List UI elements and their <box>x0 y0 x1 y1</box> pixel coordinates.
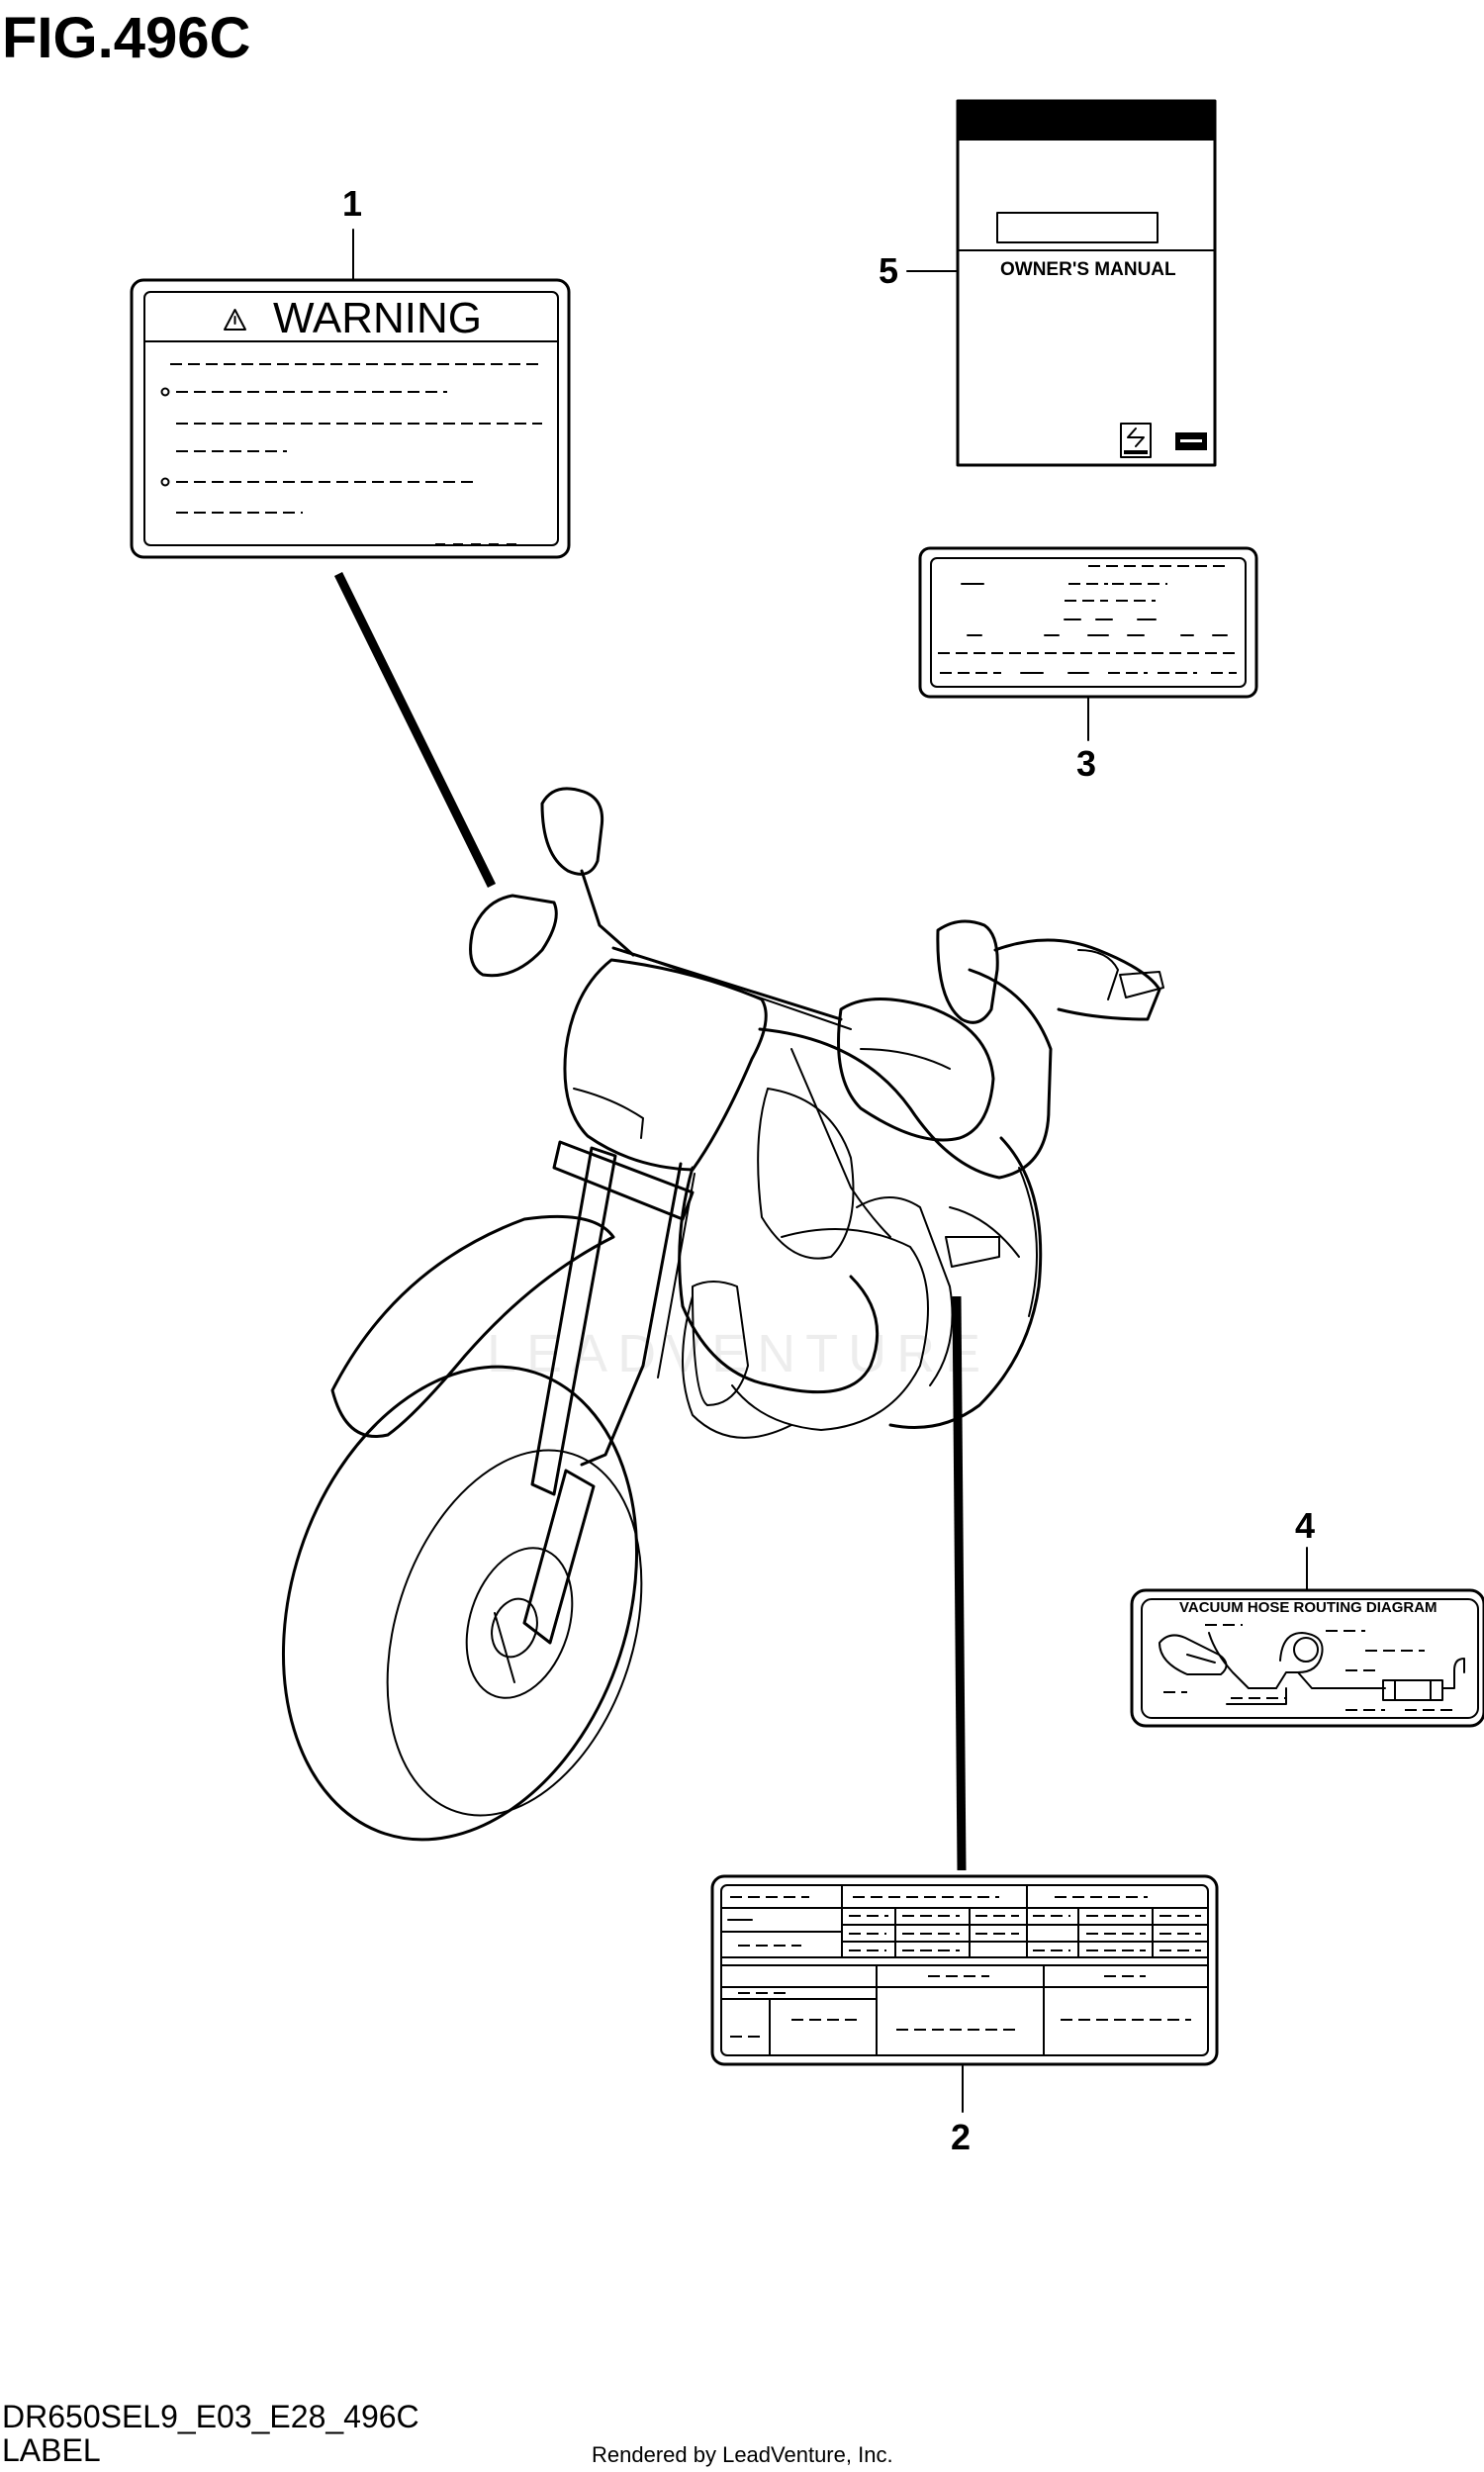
rendered-by: Rendered by LeadVenture, Inc. <box>592 2442 893 2467</box>
callout-5: 5 <box>879 250 959 291</box>
callout-2: 2 <box>951 2065 971 2157</box>
vacuum-diagram-title: VACUUM HOSE ROUTING DIAGRAM <box>1179 1599 1438 1616</box>
warning-triangle-icon <box>224 309 246 331</box>
callout-number: 4 <box>1295 1505 1315 1546</box>
vacuum-hose-label[interactable]: VACUUM HOSE ROUTING DIAGRAM <box>1130 1588 1484 1728</box>
warning-label[interactable]: WARNING <box>130 278 571 559</box>
callout-1: 1 <box>342 183 362 281</box>
owners-manual-title: OWNER'S MANUAL <box>1000 259 1176 280</box>
callout-number: 5 <box>879 250 898 291</box>
watermark-text: LEADVENTURE <box>487 1324 990 1383</box>
info-label[interactable] <box>918 546 1258 699</box>
motorcycle-illustration <box>281 787 1164 1842</box>
suzuki-logo-icon <box>1120 423 1152 458</box>
callout-number: 2 <box>951 2117 971 2157</box>
figure-title: FIG.496C <box>2 6 250 70</box>
callout-4: 4 <box>1295 1505 1315 1591</box>
model-code: DR650SEL9_E03_E28_496C <box>2 2399 419 2434</box>
warning-title: WARNING <box>273 294 482 342</box>
callout-3: 3 <box>1076 696 1096 784</box>
tire-info-label[interactable] <box>710 1874 1219 2066</box>
leader-line-1 <box>333 572 497 888</box>
owners-manual[interactable]: OWNER'S MANUAL <box>956 99 1217 467</box>
section-name: LABEL <box>2 2432 101 2468</box>
callout-number: 3 <box>1076 743 1096 784</box>
leader-line-2 <box>952 1295 967 1871</box>
callout-number: 1 <box>342 183 362 224</box>
